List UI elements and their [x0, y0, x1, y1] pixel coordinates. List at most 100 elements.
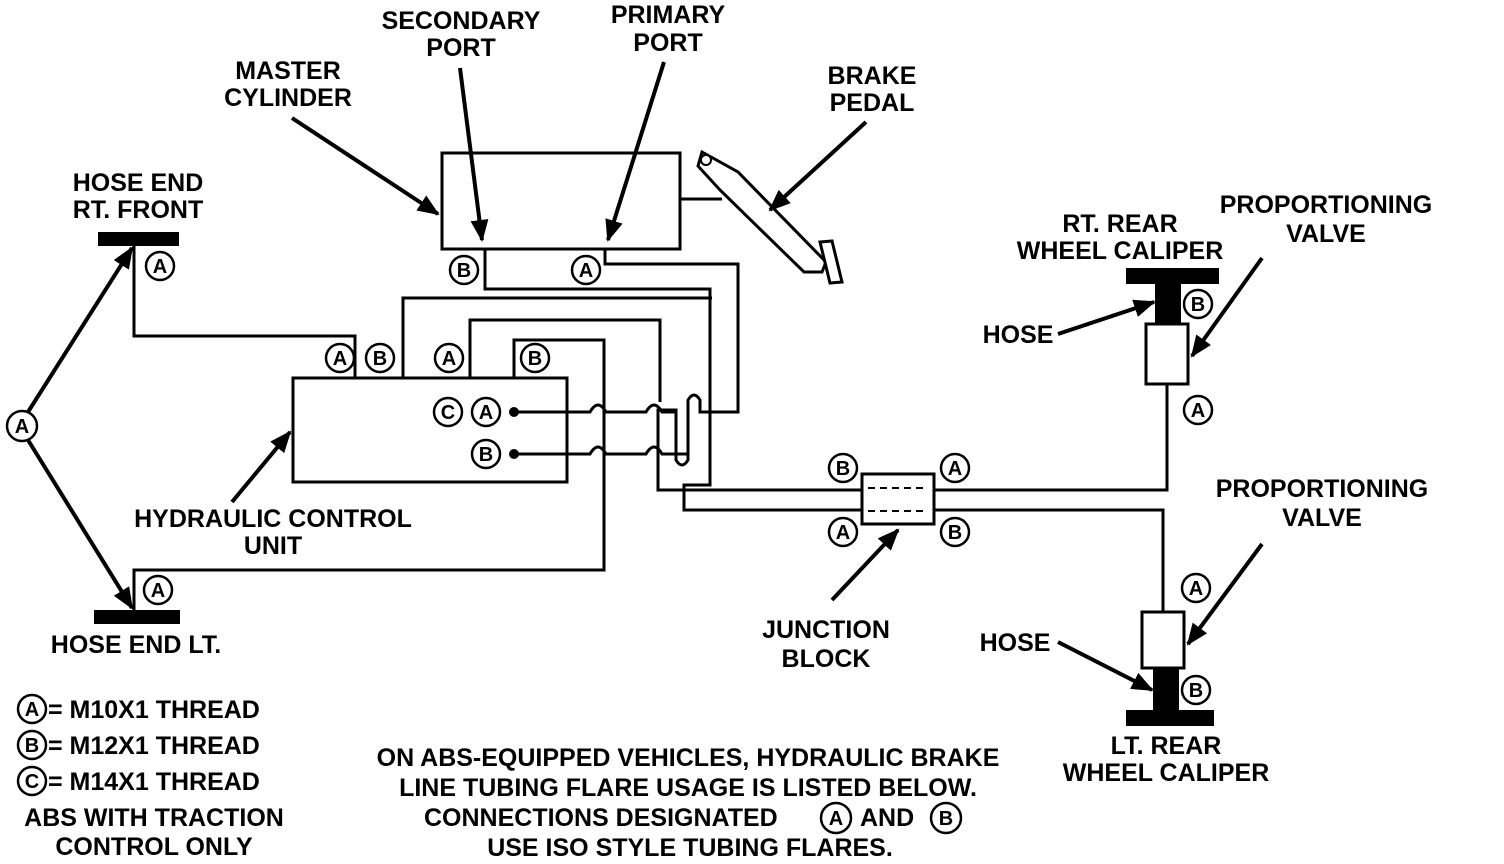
- label-prop-valve-top-1: PROPORTIONING: [1220, 191, 1433, 219]
- arrow-secondary-port: [458, 67, 489, 242]
- label-brake-pedal-1: BRAKE: [828, 62, 917, 90]
- label-hose-end-rt-front-2: RT. FRONT: [73, 196, 204, 224]
- footnote-line-3: CONNECTIONS DESIGNATED A AND B: [424, 801, 963, 835]
- hcu-port-dot-a: [509, 407, 519, 417]
- port-jb-b-out: B: [939, 516, 971, 548]
- svg-text:A: A: [15, 416, 29, 438]
- label-hose-top: HOSE: [983, 321, 1054, 349]
- label-secondary-port-1: SECONDARY: [382, 7, 541, 35]
- arrow-brake-pedal: [768, 120, 868, 212]
- port-jb-a-in: A: [827, 516, 859, 548]
- legend-a: A = M10X1 THREAD: [16, 693, 260, 725]
- label-hcu-2: UNIT: [244, 532, 302, 560]
- proportioning-valve-rt: [1144, 322, 1190, 386]
- svg-text:A: A: [333, 348, 347, 370]
- svg-text:A: A: [153, 256, 167, 278]
- svg-text:B: B: [939, 808, 953, 830]
- port-hcu-b1: B: [364, 342, 396, 374]
- svg-text:C: C: [441, 402, 455, 424]
- arrow-a-to-rt-front: [26, 246, 134, 414]
- lt-rear-caliper: [1126, 668, 1214, 726]
- svg-text:A: A: [948, 458, 962, 480]
- port-mc-b: B: [448, 254, 480, 286]
- svg-text:B: B: [373, 348, 387, 370]
- port-rt-front-a: A: [144, 250, 176, 282]
- footnote-line-2: LINE TUBING FLARE USAGE IS LISTED BELOW.: [399, 774, 977, 802]
- arrow-master-cylinder: [290, 116, 440, 216]
- line-hcu-out-a: [514, 403, 676, 414]
- port-rt-caliper-b: B: [1182, 288, 1214, 320]
- arrow-primary-port: [605, 61, 666, 242]
- line-hcu-out-b: [514, 445, 688, 456]
- line-hcu-b-top: [401, 296, 712, 378]
- svg-text:B: B: [25, 735, 39, 757]
- junction-block: [860, 472, 936, 526]
- hose-end-lt: [94, 610, 180, 624]
- label-primary-port-2: PORT: [633, 29, 702, 57]
- port-rt-valve-a: A: [1182, 394, 1214, 426]
- arrow-a-to-lt-front: [26, 438, 134, 610]
- label-junction-block-2: BLOCK: [782, 645, 871, 673]
- label-primary-port-1: PRIMARY: [611, 1, 726, 29]
- arrow-hose-bottom: [1057, 640, 1154, 692]
- footnote-line-4: USE ISO STYLE TUBING FLARES.: [487, 834, 893, 862]
- svg-text:CONNECTIONS DESIGNATED: CONNECTIONS DESIGNATED: [424, 804, 778, 832]
- port-callout-a: A: [5, 409, 39, 443]
- line-hcu-a-top: [468, 318, 662, 402]
- port-hcu-c: C: [432, 396, 464, 428]
- svg-text:B: B: [528, 348, 542, 370]
- port-mc-a: A: [570, 254, 602, 286]
- port-hcu-a2: A: [433, 342, 465, 374]
- svg-text:B: B: [1189, 680, 1203, 702]
- port-lt-caliper-b: B: [1180, 674, 1212, 706]
- svg-text:= M14X1 THREAD: = M14X1 THREAD: [48, 768, 260, 796]
- label-lt-rear-caliper-2: WHEEL CALIPER: [1063, 759, 1270, 787]
- port-jb-b-in: B: [827, 452, 859, 484]
- svg-text:= M12X1 THREAD: = M12X1 THREAD: [48, 732, 260, 760]
- svg-text:A: A: [836, 522, 850, 544]
- line-primary-to-hcu: [603, 249, 862, 492]
- label-hcu-1: HYDRAULIC CONTROL: [134, 505, 412, 533]
- svg-text:A: A: [1191, 400, 1205, 422]
- port-hcu-a1: A: [324, 342, 356, 374]
- port-lt-front-a: A: [142, 574, 174, 606]
- line-jb-to-rt-rear: [934, 384, 1169, 492]
- label-hose-end-lt: HOSE END LT.: [51, 631, 221, 659]
- svg-text:A: A: [442, 348, 456, 370]
- svg-text:= M10X1 THREAD: = M10X1 THREAD: [48, 696, 260, 724]
- brake-pedal: [696, 149, 844, 285]
- rt-rear-caliper: [1126, 268, 1219, 324]
- svg-text:B: B: [1191, 294, 1205, 316]
- label-rt-rear-caliper-2: WHEEL CALIPER: [1017, 237, 1224, 265]
- footnote-line-1: ON ABS-EQUIPPED VEHICLES, HYDRAULIC BRAK…: [377, 744, 1000, 772]
- port-hcu-side-a: A: [470, 396, 502, 428]
- label-secondary-port-2: PORT: [426, 34, 495, 62]
- arrow-hcu: [230, 430, 292, 504]
- hcu-port-dot-b: [509, 449, 519, 459]
- svg-text:C: C: [25, 771, 39, 793]
- legend-b: B = M12X1 THREAD: [16, 729, 260, 761]
- hose-end-rt-front: [98, 232, 179, 246]
- label-master-cylinder-2: CYLINDER: [224, 84, 352, 112]
- port-hcu-b2: B: [519, 342, 551, 374]
- label-junction-block-1: JUNCTION: [762, 616, 890, 644]
- hydraulic-control-unit: [291, 376, 569, 484]
- svg-text:AND: AND: [860, 804, 914, 832]
- label-prop-valve-bottom-1: PROPORTIONING: [1216, 475, 1429, 503]
- svg-text:A: A: [829, 808, 843, 830]
- label-hose-bottom: HOSE: [980, 629, 1051, 657]
- label-prop-valve-top-2: VALVE: [1286, 220, 1366, 248]
- svg-text:A: A: [1189, 578, 1203, 600]
- line-jb-to-lt-rear: [934, 508, 1165, 612]
- svg-text:B: B: [948, 522, 962, 544]
- label-brake-pedal-2: PEDAL: [830, 89, 915, 117]
- arrow-junction-block: [830, 528, 900, 602]
- svg-text:B: B: [457, 260, 471, 282]
- legend-traction-note-2: CONTROL ONLY: [55, 833, 253, 861]
- port-hcu-side-b: B: [470, 438, 502, 470]
- proportioning-valve-lt: [1140, 610, 1186, 670]
- arrow-prop-valve-bottom: [1186, 542, 1264, 646]
- legend-traction-note-1: ABS WITH TRACTION: [24, 804, 284, 832]
- svg-text:A: A: [25, 699, 39, 721]
